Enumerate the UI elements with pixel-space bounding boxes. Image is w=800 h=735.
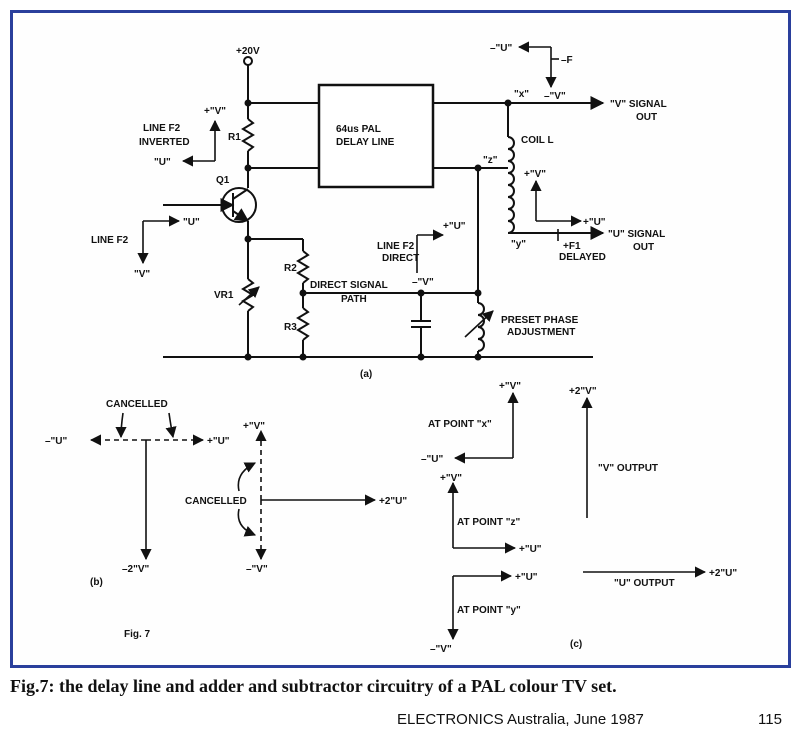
publication-footer: ELECTRONICS Australia, June 1987 xyxy=(397,711,644,728)
panel-b-minus-2v: –2"V" xyxy=(122,564,150,575)
f1-delayed-label-2: DELAYED xyxy=(559,252,606,263)
coil-u-label: +"U" xyxy=(583,217,606,228)
panel-c-z-plus-u: +"U" xyxy=(519,544,542,555)
in-u-label: "U" xyxy=(183,217,200,228)
panel-c-x-minus-u: –"U" xyxy=(421,454,444,465)
f-minus-label: –F xyxy=(561,55,573,66)
panel-c-at-point-z: AT POINT "z" xyxy=(457,517,520,528)
panel-c-y-minus-v: –"V" xyxy=(430,644,452,655)
figure-caption: Fig.7: the delay line and adder and subt… xyxy=(10,676,617,696)
line-f2-direct-label-2: DIRECT xyxy=(382,253,419,264)
r3-label: R3 xyxy=(284,322,297,333)
coil-v-label: +"V" xyxy=(524,169,546,180)
resistor-r1 xyxy=(241,118,255,152)
variable-resistor-vr1 xyxy=(241,278,255,312)
coil-l xyxy=(507,136,515,234)
panel-b-plus-v: +"V" xyxy=(243,421,265,432)
vr1-label: VR1 xyxy=(214,290,234,301)
page-number: 115 xyxy=(758,711,782,728)
direct-signal-label-2: PATH xyxy=(341,294,367,305)
in-v-label: "V" xyxy=(134,269,150,280)
panel-c-at-point-x: AT POINT "x" xyxy=(428,419,492,430)
f1-delayed-label: +F1 xyxy=(563,241,581,252)
panel-b-cancelled-top: CANCELLED xyxy=(106,399,168,410)
dir-u-label: +"U" xyxy=(443,221,466,232)
supply-terminal xyxy=(243,56,253,66)
panel-b-plus-u: +"U" xyxy=(207,436,230,447)
line-f2-direct-label: LINE F2 xyxy=(377,241,415,252)
point-y-label: "y" xyxy=(511,239,526,250)
line-f2-inverted-label-2: INVERTED xyxy=(139,137,190,148)
delay-line-label-2: DELAY LINE xyxy=(336,137,395,148)
panel-c-z-plus-v: +"V" xyxy=(440,473,462,484)
preset-phase-coil xyxy=(477,302,485,352)
v-signal-out-label-2: OUT xyxy=(636,112,657,123)
preset-phase-label-2: ADJUSTMENT xyxy=(507,327,575,338)
panel-c-y-plus-u: +"U" xyxy=(515,572,538,583)
panel-b-minus-u: –"U" xyxy=(45,436,68,447)
panel-a-label: (a) xyxy=(360,369,372,380)
f-minus-v-label: –"V" xyxy=(544,91,566,102)
delay-line-label: 64us PAL xyxy=(336,124,381,135)
direct-signal-label: DIRECT SIGNAL xyxy=(310,280,388,291)
circuit-diagram: +20V R1 64us PAL DELAY LINE Q1 VR1 R2 R3… xyxy=(45,41,737,655)
r2-label: R2 xyxy=(284,263,297,274)
panel-c-label: (c) xyxy=(570,639,582,650)
coil-l-label: COIL L xyxy=(521,135,554,146)
inv-u-label: "U" xyxy=(154,157,171,168)
f-minus-u-label: –"U" xyxy=(490,43,513,54)
panel-b-label: (b) xyxy=(90,577,103,588)
u-signal-out-label-2: OUT xyxy=(633,242,654,253)
inv-v-label: +"V" xyxy=(204,106,226,117)
figure-frame: +20V R1 64us PAL DELAY LINE Q1 VR1 R2 R3… xyxy=(10,10,791,668)
v-signal-out-label: "V" SIGNAL xyxy=(610,99,667,110)
line-f2-inverted-label: LINE F2 xyxy=(143,123,181,134)
q1-label: Q1 xyxy=(216,175,230,186)
panel-b-cancelled-mid: CANCELLED xyxy=(185,496,247,507)
panel-c-plus-2v: +2"V" xyxy=(569,386,597,397)
fig-7-label: Fig. 7 xyxy=(124,629,151,640)
panel-c-at-point-y: AT POINT "y" xyxy=(457,605,521,616)
resistor-r2 xyxy=(296,250,310,284)
panel-c-v-output: "V" OUTPUT xyxy=(598,463,658,474)
u-signal-out-label: "U" SIGNAL xyxy=(608,229,665,240)
panel-b-plus-2u: +2"U" xyxy=(379,496,407,507)
point-z-label: "z" xyxy=(483,155,498,166)
panel-c-u-output: "U" OUTPUT xyxy=(614,578,675,589)
preset-phase-label: PRESET PHASE xyxy=(501,315,579,326)
point-x-label: "x" xyxy=(514,89,529,100)
panel-c-plus-2u: +2"U" xyxy=(709,568,737,579)
line-f2-label: LINE F2 xyxy=(91,235,129,246)
resistor-r3 xyxy=(296,307,310,341)
r1-label: R1 xyxy=(228,132,241,143)
delay-line-box xyxy=(317,83,435,189)
panel-b-minus-v: –"V" xyxy=(246,564,268,575)
dir-v-label: –"V" xyxy=(412,277,434,288)
supply-label: +20V xyxy=(236,46,260,57)
panel-c-x-plus-v: +"V" xyxy=(499,381,521,392)
